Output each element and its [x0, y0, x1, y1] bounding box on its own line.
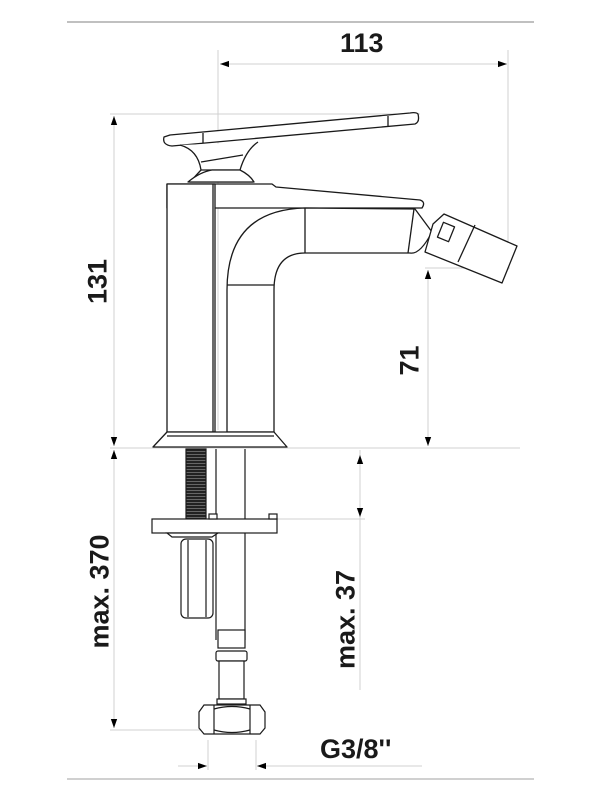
dimension-height-label: 131: [82, 258, 113, 305]
fixing-nut: [180, 538, 214, 619]
threaded-rod: [185, 448, 207, 520]
spout: [226, 207, 433, 433]
spout-top: [166, 183, 425, 209]
hex-connector-nut: [198, 704, 266, 735]
faucet-body: [152, 112, 518, 448]
dimension-thread-label: G3/8'': [320, 734, 392, 764]
dimension-lines: [110, 50, 520, 770]
main-column: [166, 183, 216, 433]
mounting-plate: [151, 518, 278, 534]
bidet-nozzle: [424, 213, 518, 284]
base-flange: [152, 431, 288, 448]
dimension-max-shank-label: max. 370: [84, 534, 115, 649]
dimension-spout-height-label: 71: [394, 345, 425, 376]
dimension-max-counter-label: max. 37: [330, 569, 361, 670]
mounting-hardware: [151, 448, 278, 735]
lever-handle: [163, 112, 420, 147]
dimension-width-label: 113: [340, 28, 384, 58]
